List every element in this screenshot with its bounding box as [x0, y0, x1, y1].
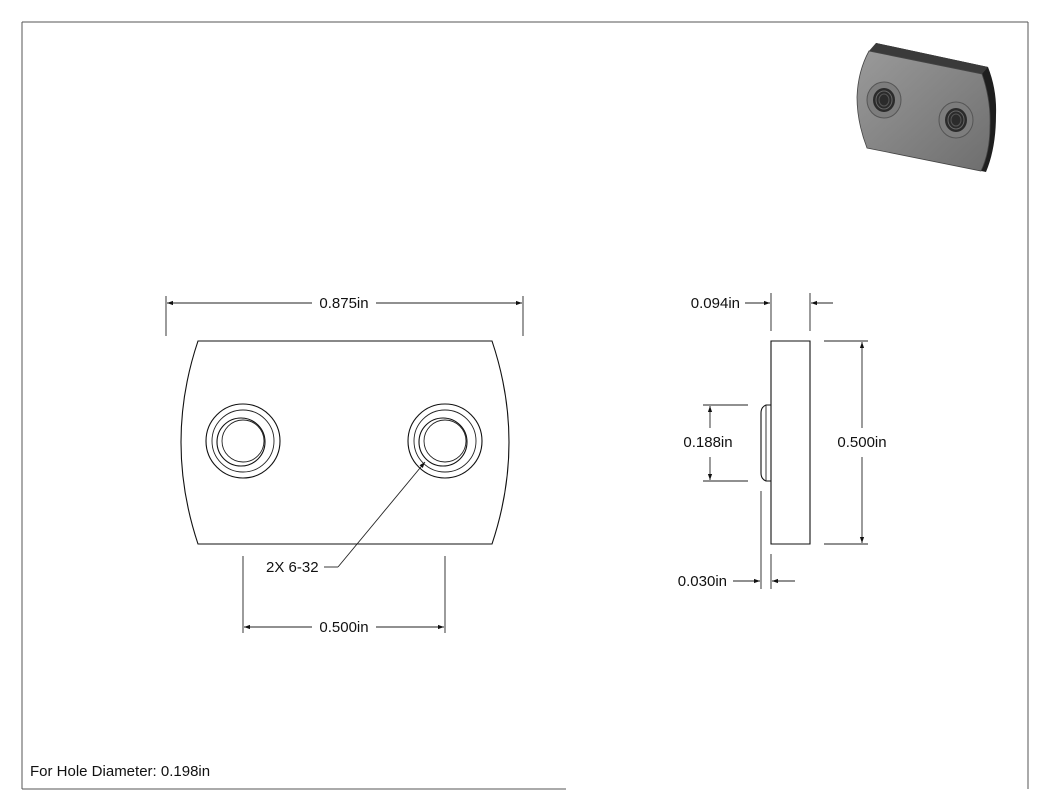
front-spacing-dimension	[242, 556, 446, 633]
front-view: 0.875in 0.500in 2X 6-32	[165, 295, 524, 636]
iso-hole-left	[866, 81, 902, 119]
iso-hole-right	[938, 101, 974, 139]
overall-height-dimension	[824, 340, 868, 545]
front-hole-left	[205, 403, 281, 479]
isometric-view	[856, 43, 997, 172]
boss-depth-dimension	[733, 491, 795, 589]
hole-callout-label: 2X 6-32	[266, 559, 319, 576]
overall-height-label: 0.500in	[837, 434, 886, 451]
width-label: 0.875in	[319, 295, 368, 312]
boss-depth-label: 0.030in	[678, 573, 727, 590]
front-width-dimension	[165, 296, 524, 336]
boss-height-dimension	[703, 404, 748, 482]
sheet-border	[21, 21, 1029, 790]
hole-callout-leader	[324, 461, 426, 568]
front-hole-right	[407, 403, 483, 479]
boss-height-label: 0.188in	[683, 434, 732, 451]
thickness-dimension	[745, 293, 833, 331]
thickness-label: 0.094in	[691, 295, 740, 312]
hole-diameter-note: For Hole Diameter: 0.198in	[30, 763, 210, 780]
side-view: 0.094in 0.188in 0.500in 0.030in	[678, 293, 887, 590]
spacing-label: 0.500in	[319, 619, 368, 636]
